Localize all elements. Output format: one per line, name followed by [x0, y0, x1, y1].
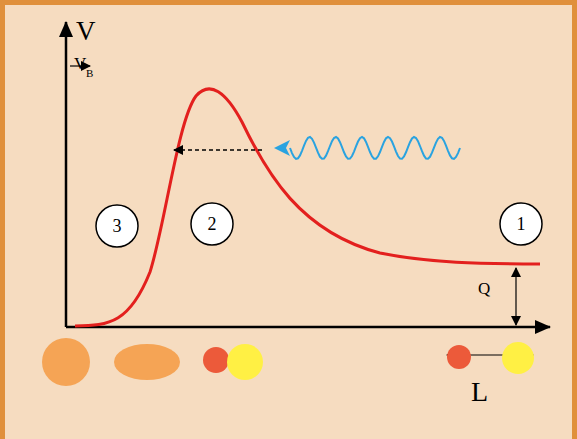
callout-circle: 1	[499, 202, 543, 246]
callout-circle: 2	[190, 202, 234, 246]
l-axis	[66, 326, 550, 329]
compound-nucleus	[42, 338, 90, 386]
axis-label: V	[76, 18, 96, 45]
barrier-label: V	[74, 55, 86, 72]
separate-nucleus-a	[447, 345, 471, 369]
deformed-nucleus	[114, 344, 180, 380]
touching-nucleus-b	[227, 344, 263, 380]
barrier-subscript: B	[86, 68, 93, 79]
axis-label: L	[471, 378, 488, 406]
potential-curve	[75, 89, 540, 326]
callout-number: 3	[113, 216, 122, 237]
touching-nucleus-a	[203, 347, 229, 373]
tunnel-arrow	[174, 149, 262, 150]
separate-nucleus-b	[502, 342, 534, 374]
incoming-wave	[290, 137, 460, 159]
callout-circle: 3	[95, 204, 139, 248]
wave-head	[274, 140, 290, 156]
callout-number: 2	[208, 214, 217, 235]
dimension-label: Q	[478, 280, 490, 297]
q-dimension	[515, 268, 516, 325]
callout-number: 1	[517, 214, 526, 235]
v-axis	[65, 22, 68, 327]
